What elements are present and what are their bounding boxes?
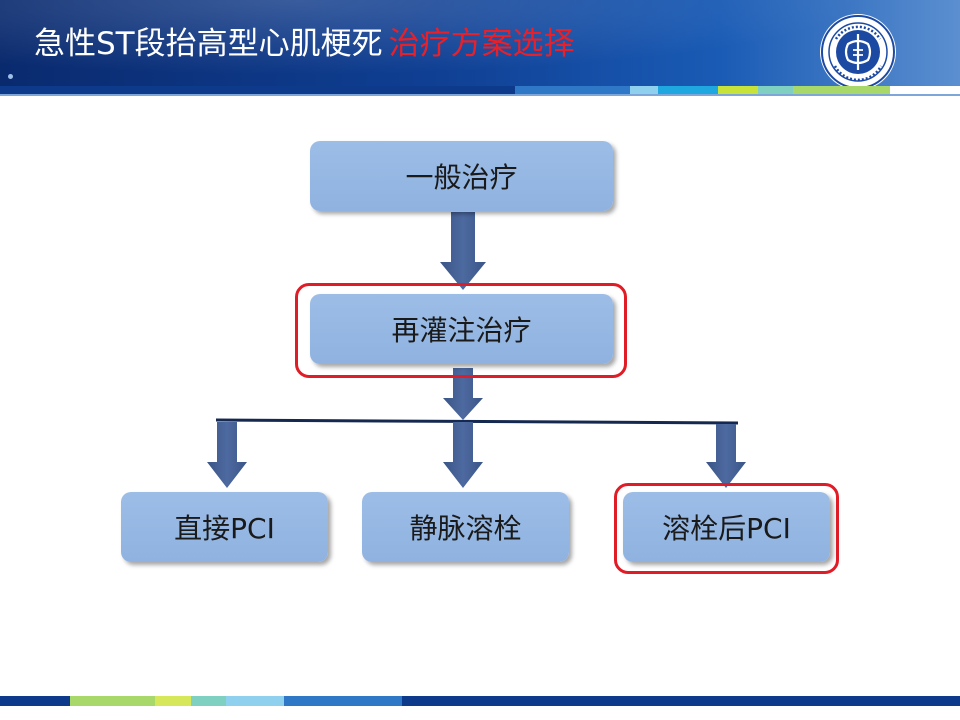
arrow-to-iv-thrombolysis	[443, 422, 483, 488]
node-general-treatment: 一般治疗	[310, 141, 613, 211]
arrow-reperfusion-to-branch	[443, 368, 483, 420]
arrow-general-to-reperfusion	[440, 212, 486, 290]
seal-icon	[821, 15, 895, 89]
header-dot	[8, 74, 13, 79]
node-iv-thrombolysis: 静脉溶栓	[362, 492, 569, 562]
ministry-seal-logo	[820, 14, 896, 90]
branch-bar	[215, 418, 739, 425]
title-highlight: 治疗方案选择	[388, 26, 575, 62]
slide-title: 急性ST段抬高型心肌梗死治疗方案选择	[34, 24, 575, 64]
header-shine	[0, 0, 960, 88]
header-underline	[0, 94, 960, 96]
header-color-stripe	[0, 86, 960, 94]
highlight-post-thrombolysis-pci	[614, 483, 839, 574]
arrow-to-post-thrombolysis-pci	[706, 424, 746, 488]
title-main: 急性ST段抬高型心肌梗死	[34, 26, 383, 62]
node-post-thrombolysis-pci: 溶栓后PCI	[623, 492, 830, 562]
footer-color-stripe	[0, 696, 960, 706]
highlight-reperfusion	[295, 283, 627, 378]
node-direct-pci: 直接PCI	[121, 492, 328, 562]
node-reperfusion-treatment: 再灌注治疗	[310, 294, 613, 364]
slide-header: 急性ST段抬高型心肌梗死治疗方案选择	[0, 0, 960, 88]
arrow-to-direct-pci	[207, 422, 247, 488]
